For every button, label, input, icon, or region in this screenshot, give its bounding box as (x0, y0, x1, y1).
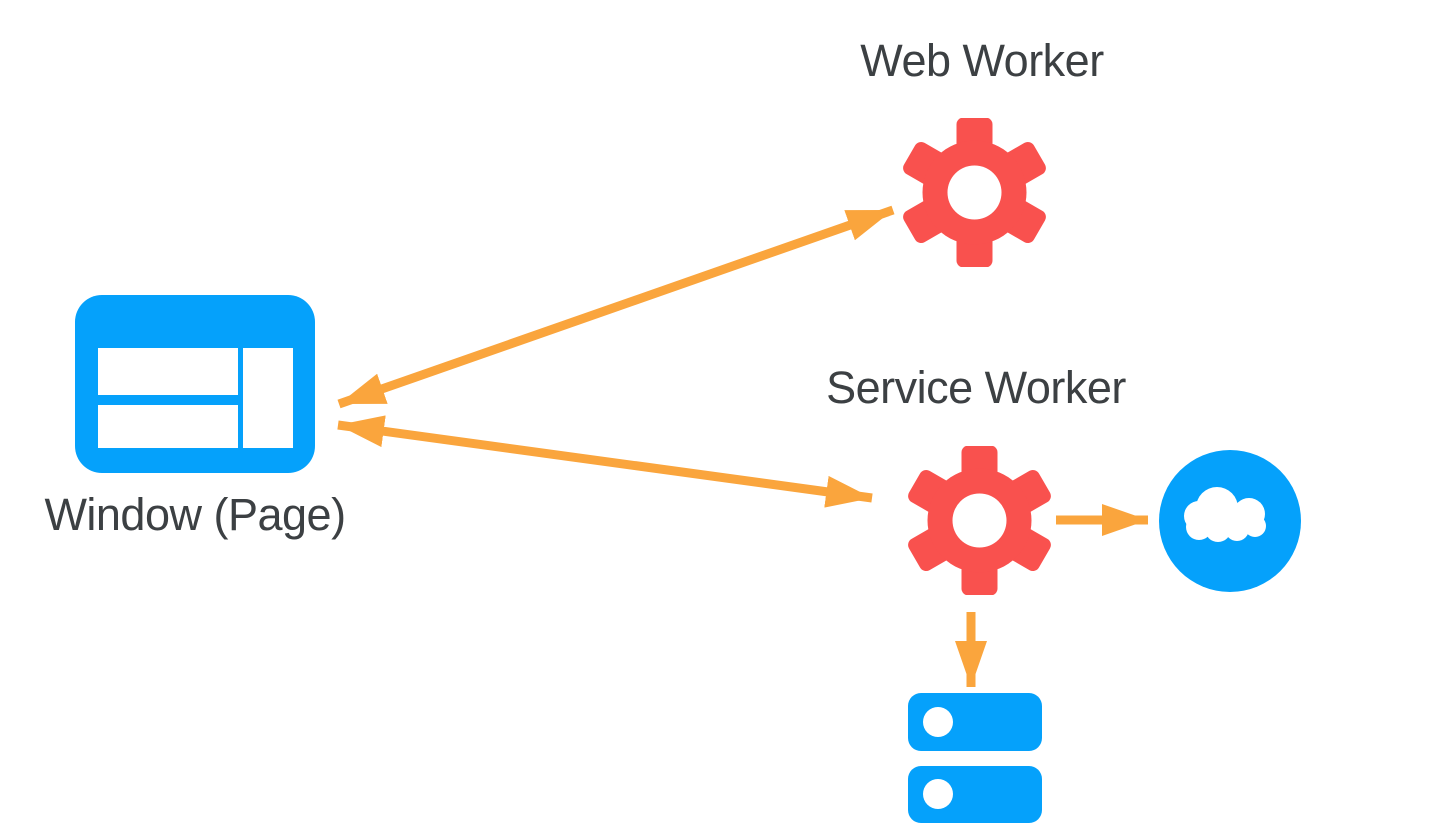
web-worker-gear-icon (903, 118, 1046, 267)
database-stack-icon (908, 693, 1042, 823)
browser-window-panes (98, 348, 293, 448)
gear-hole (947, 165, 1002, 220)
gear-hole (952, 493, 1007, 548)
database-dots (923, 707, 953, 809)
arrow-window-service-worker (337, 415, 873, 508)
browser-window-icon (75, 295, 315, 473)
window-label: Window (Page) (44, 489, 346, 540)
cloud-icon (1159, 450, 1301, 592)
service-worker-gear-icon (908, 446, 1051, 595)
arrow-window-web-worker (337, 205, 895, 409)
cloud-glyph (1184, 487, 1266, 542)
service-worker-label: Service Worker (826, 362, 1126, 413)
web-worker-label: Web Worker (860, 35, 1104, 86)
